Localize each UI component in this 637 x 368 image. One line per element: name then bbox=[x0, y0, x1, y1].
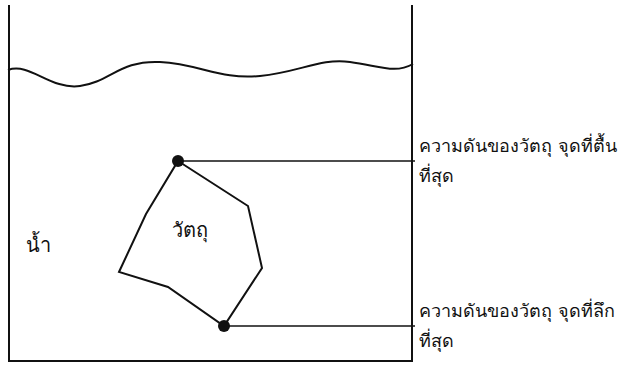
leader-line bbox=[178, 160, 415, 162]
water-label: น้ำ bbox=[26, 233, 51, 257]
tank-walls bbox=[9, 5, 412, 361]
leader-line bbox=[224, 325, 415, 327]
object-shape: วัตถุ bbox=[111, 153, 271, 334]
object-outline bbox=[111, 153, 271, 334]
water-tank: น้ำ วัตถุ bbox=[8, 5, 413, 362]
object-polygon bbox=[119, 161, 262, 326]
callout-label: ความดันของวัตถุ จุดที่ลึกที่สุด bbox=[419, 296, 631, 356]
tank-outline bbox=[8, 5, 413, 362]
object-label: วัตถุ bbox=[172, 218, 208, 242]
water-surface bbox=[8, 61, 413, 86]
callout-label: ความดันของวัตถุ จุดที่ตื้นที่สุด bbox=[419, 131, 631, 191]
